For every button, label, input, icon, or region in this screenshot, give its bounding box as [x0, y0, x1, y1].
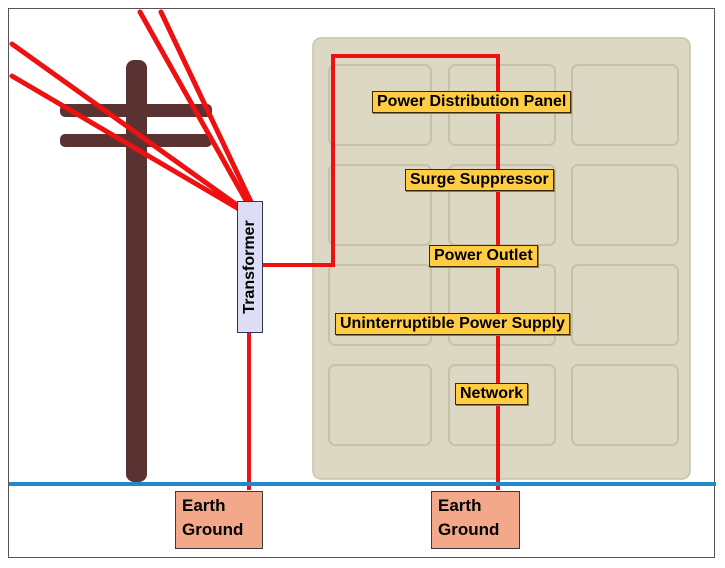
label-ups: Uninterruptible Power Supply [335, 313, 570, 335]
power-lines [9, 9, 254, 215]
utility-pole [126, 60, 147, 482]
earth-ground-right-line2: Ground [438, 520, 500, 539]
label-surge-suppressor: Surge Suppressor [405, 169, 554, 191]
earth-ground-left-line1: Earth [182, 496, 226, 515]
transformer-box: Transformer [237, 201, 263, 333]
pole-crossarm-bottom [60, 134, 212, 147]
earth-ground-left: Earth Ground [175, 491, 263, 549]
label-power-distribution-panel: Power Distribution Panel [372, 91, 572, 113]
earth-ground-right-line1: Earth [438, 496, 482, 515]
earth-ground-right: Earth Ground [431, 491, 520, 549]
transformer-label: Transformer [241, 220, 258, 314]
label-network: Network [455, 383, 529, 405]
service-wire [263, 54, 500, 490]
label-power-outlet: Power Outlet [429, 245, 538, 267]
earth-ground-left-line2: Ground [182, 520, 244, 539]
